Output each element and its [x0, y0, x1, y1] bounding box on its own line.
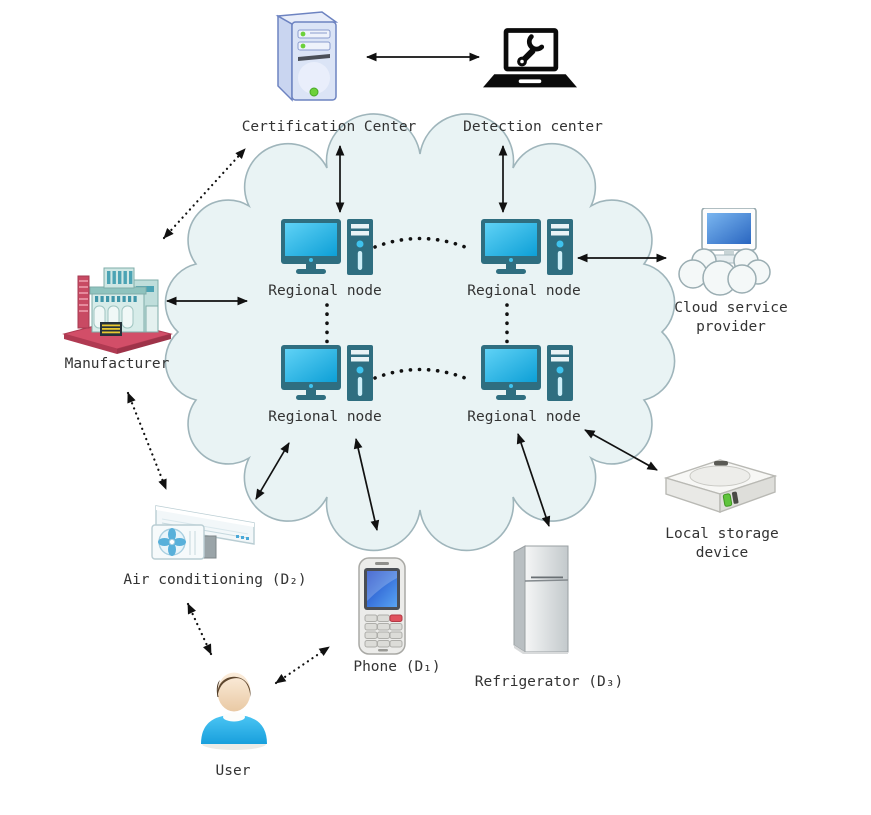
detection-center — [483, 24, 577, 100]
certification-center — [266, 8, 350, 108]
regional-node-label: Regional node — [268, 409, 382, 425]
cloud-computer-icon — [678, 208, 771, 296]
mobile-phone-icon — [358, 557, 406, 655]
local-storage-device — [658, 448, 783, 520]
refrigerator — [510, 544, 572, 656]
hard-drive-icon — [663, 459, 778, 513]
manufacturer-label: Manufacturer — [64, 356, 170, 372]
refrigerator-icon — [513, 545, 569, 654]
user — [190, 660, 278, 752]
air-conditioner-icon — [151, 505, 255, 560]
arrow-manufacturer-airconditioning — [126, 391, 168, 491]
arrow-regional-storage — [584, 429, 658, 471]
blockchain-cloud — [164, 113, 676, 552]
computer-icon — [481, 345, 573, 401]
arrow-airconditioning-user — [186, 602, 213, 656]
detection-center-label: Detection center — [463, 119, 603, 135]
regional-node-label: Regional node — [268, 283, 382, 299]
arrow-regional-phone — [353, 438, 380, 531]
cloud-service-provider — [676, 208, 771, 303]
arrow-user-phone — [274, 645, 331, 685]
phone-label: Phone (D₁) — [353, 659, 441, 675]
factory-icon — [62, 267, 173, 354]
arrow-regional-refrigerator — [516, 433, 551, 527]
certification-center-label: Certification Center — [241, 119, 417, 135]
computer-icon — [281, 345, 373, 401]
cloud-service-provider-label: Cloud service provider — [674, 300, 788, 336]
air-conditioning — [142, 498, 274, 570]
arrow-manufacturer-certification — [162, 147, 247, 240]
person-icon — [201, 672, 267, 750]
regional-node-bottom-right — [481, 345, 573, 407]
refrigerator-label: Refrigerator (D₃) — [474, 674, 624, 690]
computer-icon — [281, 219, 373, 275]
local-storage-device-label: Local storage device — [665, 526, 779, 562]
regional-node-top-left — [281, 219, 373, 281]
laptop-wrench-icon — [483, 28, 577, 88]
regional-node-label: Regional node — [467, 409, 581, 425]
regional-node-label: Regional node — [467, 283, 581, 299]
phone — [356, 556, 410, 658]
computer-icon — [481, 219, 573, 275]
manufacturer — [60, 250, 175, 355]
air-conditioning-label: Air conditioning (D₂) — [123, 572, 307, 588]
arrow-regional-airconditioning — [255, 442, 290, 500]
server-icon — [275, 11, 339, 102]
regional-node-top-right — [481, 219, 573, 281]
link-bottom-nodes — [373, 367, 467, 380]
regional-node-bottom-left — [281, 345, 373, 407]
link-top-nodes — [373, 236, 467, 249]
user-label: User — [215, 763, 251, 779]
